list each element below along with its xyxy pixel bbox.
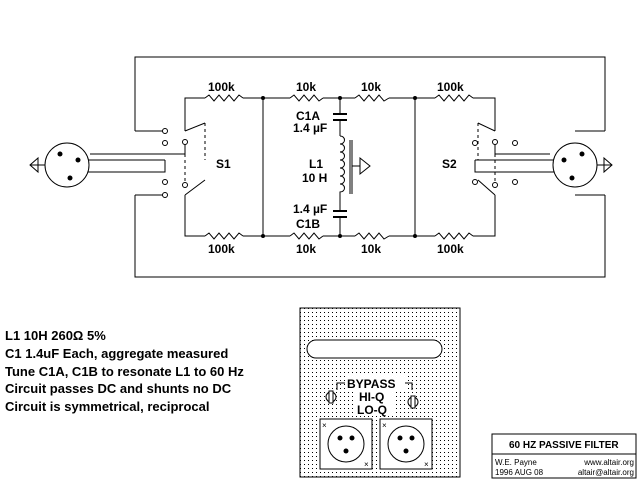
xlr-connector-left-icon (29, 142, 90, 188)
resistor-bottom-right (434, 232, 474, 240)
resistor-top-right (434, 94, 474, 102)
resistor-bottom-center-left (289, 232, 324, 240)
outer-top-wire (134, 56, 606, 131)
panel-xlr-jack-right-icon[interactable]: × × (379, 418, 433, 470)
label-r-top-left: 100k (208, 80, 235, 94)
svg-text:×: × (382, 421, 387, 430)
label-r-bottom-left: 100k (208, 242, 235, 256)
bypass-toggle-left-icon[interactable] (325, 390, 337, 404)
title-block-title: 60 HZ PASSIVE FILTER (509, 440, 619, 451)
front-panel: BYPASS HI-Q LO-Q × × × (299, 307, 461, 478)
label-c1a-name: C1A (296, 109, 320, 123)
resistor-top-center-left (289, 94, 324, 102)
title-block-website: www.altair.org (583, 458, 634, 467)
note-line: L1 10H 260Ω 5% (5, 328, 106, 343)
label-l1-name: L1 (309, 157, 323, 171)
resistor-top-center-right (354, 94, 390, 102)
resistor-top-left (204, 94, 244, 102)
xlr-connector-right-icon (552, 142, 613, 188)
note-line: Circuit passes DC and shunts no DC (5, 381, 232, 396)
label-r-bottom-right: 100k (437, 242, 464, 256)
panel-display-slot (306, 339, 443, 359)
resistor-bottom-left (204, 232, 244, 240)
ground-symbol-icon (359, 156, 371, 176)
label-c1b-name: C1B (296, 217, 320, 231)
panel-hiq-label: HI-Q (359, 390, 384, 404)
title-block-author: W.E. Payne (495, 458, 537, 467)
q-toggle-right-icon[interactable] (407, 395, 419, 409)
label-c1a-value: 1.4 µF (293, 121, 327, 135)
label-switch-s1: S1 (216, 157, 231, 171)
panel-loq-label: LO-Q (357, 403, 387, 417)
label-r-bottom-center-left: 10k (296, 242, 316, 256)
svg-text:×: × (322, 421, 327, 430)
title-block-email: altair@altair.org (578, 468, 634, 477)
note-line: Tune C1A, C1B to resonate L1 to 60 Hz (5, 364, 244, 379)
label-r-top-center-left: 10k (296, 80, 316, 94)
label-r-top-center-right: 10k (361, 80, 381, 94)
svg-text:×: × (364, 460, 369, 469)
label-switch-s2: S2 (442, 157, 457, 171)
title-block: 60 HZ PASSIVE FILTER W.E. Payne 1996 AUG… (491, 433, 637, 479)
title-block-date: 1996 AUG 08 (495, 468, 544, 477)
resistor-bottom-center-right (354, 232, 390, 240)
svg-text:×: × (424, 460, 429, 469)
note-line: Circuit is symmetrical, reciprocal (5, 399, 209, 414)
label-c1b-value: 1.4 µF (293, 202, 327, 216)
inductor-l1 (339, 135, 360, 196)
panel-bypass-label: BYPASS (347, 377, 395, 391)
label-r-top-right: 100k (437, 80, 464, 94)
label-r-bottom-center-right: 10k (361, 242, 381, 256)
outer-bottom-wire (134, 195, 606, 278)
panel-xlr-jack-left-icon[interactable]: × × (319, 418, 373, 470)
note-line: C1 1.4uF Each, aggregate measured (5, 346, 228, 361)
label-l1-value: 10 H (302, 171, 327, 185)
